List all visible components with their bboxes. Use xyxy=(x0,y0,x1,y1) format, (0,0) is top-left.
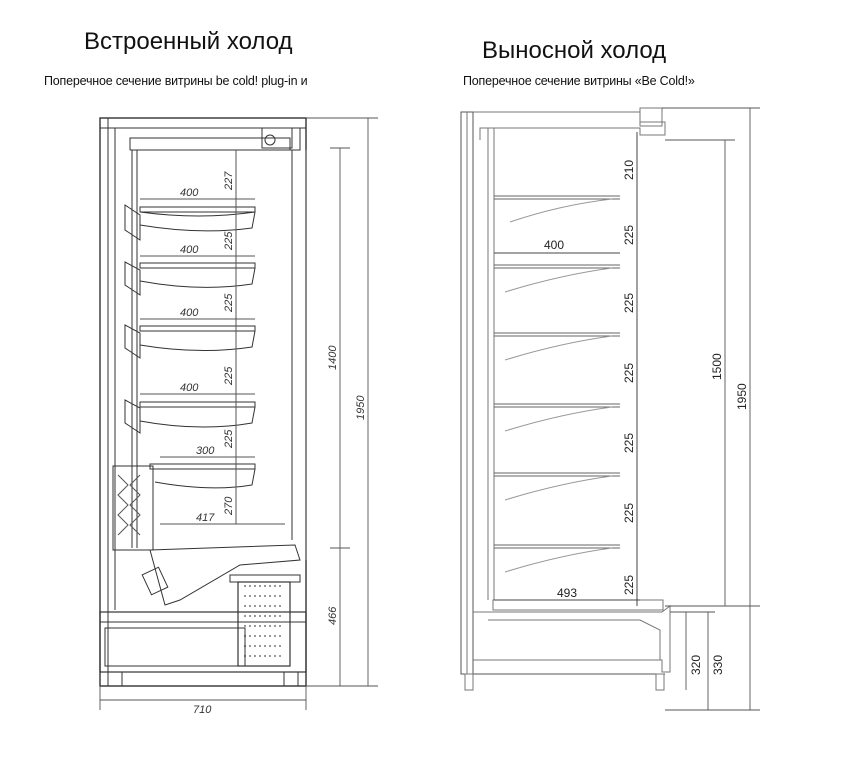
right-shelf-6 xyxy=(494,544,620,573)
left-shelf-depth-3: 400 xyxy=(180,307,199,319)
right-cabinet-drawing xyxy=(460,107,671,691)
left-gap-1: 227 xyxy=(223,171,235,191)
right-title: Выносной холод xyxy=(482,37,667,64)
left-shelf-3 xyxy=(139,325,256,352)
right-gap-4: 225 xyxy=(622,363,636,383)
left-gap-4: 225 xyxy=(223,366,235,386)
left-shelf-depth-1: 400 xyxy=(180,187,199,199)
left-dim-base-height: 466 xyxy=(327,606,339,625)
left-overall-dimensions xyxy=(99,117,378,710)
right-dim-total-height: 1950 xyxy=(735,383,749,410)
left-gap-5: 225 xyxy=(223,429,235,449)
right-subtitle: Поперечное сечение витрины «Be Cold!» xyxy=(463,74,695,88)
right-shelf-4 xyxy=(494,403,620,432)
left-shelf-depth-2: 400 xyxy=(180,244,199,256)
left-dim-total-height: 1950 xyxy=(355,395,367,420)
left-shelf-depth-5: 300 xyxy=(196,445,215,457)
left-gap-2: 225 xyxy=(223,231,235,251)
right-base-depth: 493 xyxy=(557,586,577,600)
left-shelf-4 xyxy=(139,401,256,428)
left-shelf-depth-6: 417 xyxy=(196,512,215,524)
left-gap-3: 225 xyxy=(223,293,235,313)
left-gap-6: 270 xyxy=(223,496,235,516)
right-gap-3: 225 xyxy=(622,293,636,313)
right-gap-5: 225 xyxy=(622,433,636,453)
right-dim-base-2: 330 xyxy=(711,655,725,675)
left-subtitle: Поперечное сечение витрины be cold! plug… xyxy=(44,74,308,88)
right-shelf-2 xyxy=(494,264,620,293)
right-shelf-depth: 400 xyxy=(544,238,564,252)
left-shelf-1 xyxy=(139,206,256,232)
left-shelves xyxy=(124,150,285,525)
right-dim-base-1: 320 xyxy=(689,655,703,675)
right-gap-1: 210 xyxy=(622,160,636,180)
right-gap-7: 225 xyxy=(622,575,636,595)
right-shelf-5 xyxy=(494,472,620,501)
left-cabinet-drawing xyxy=(99,117,307,687)
left-dim-display-height: 1400 xyxy=(327,345,339,370)
right-shelf-3 xyxy=(494,332,620,361)
left-shelf-depth-4: 400 xyxy=(180,382,199,394)
right-shelves xyxy=(494,132,640,606)
right-gap-2: 225 xyxy=(622,225,636,245)
left-dim-width: 710 xyxy=(193,704,212,716)
right-gap-6: 225 xyxy=(622,503,636,523)
left-shelf-5 xyxy=(149,463,256,489)
right-shelf-1 xyxy=(494,195,620,223)
left-shelf-2 xyxy=(139,262,256,288)
right-dim-display-height: 1500 xyxy=(710,353,724,380)
right-overall-dimensions xyxy=(662,107,760,711)
left-title: Встроенный холод xyxy=(84,28,293,55)
